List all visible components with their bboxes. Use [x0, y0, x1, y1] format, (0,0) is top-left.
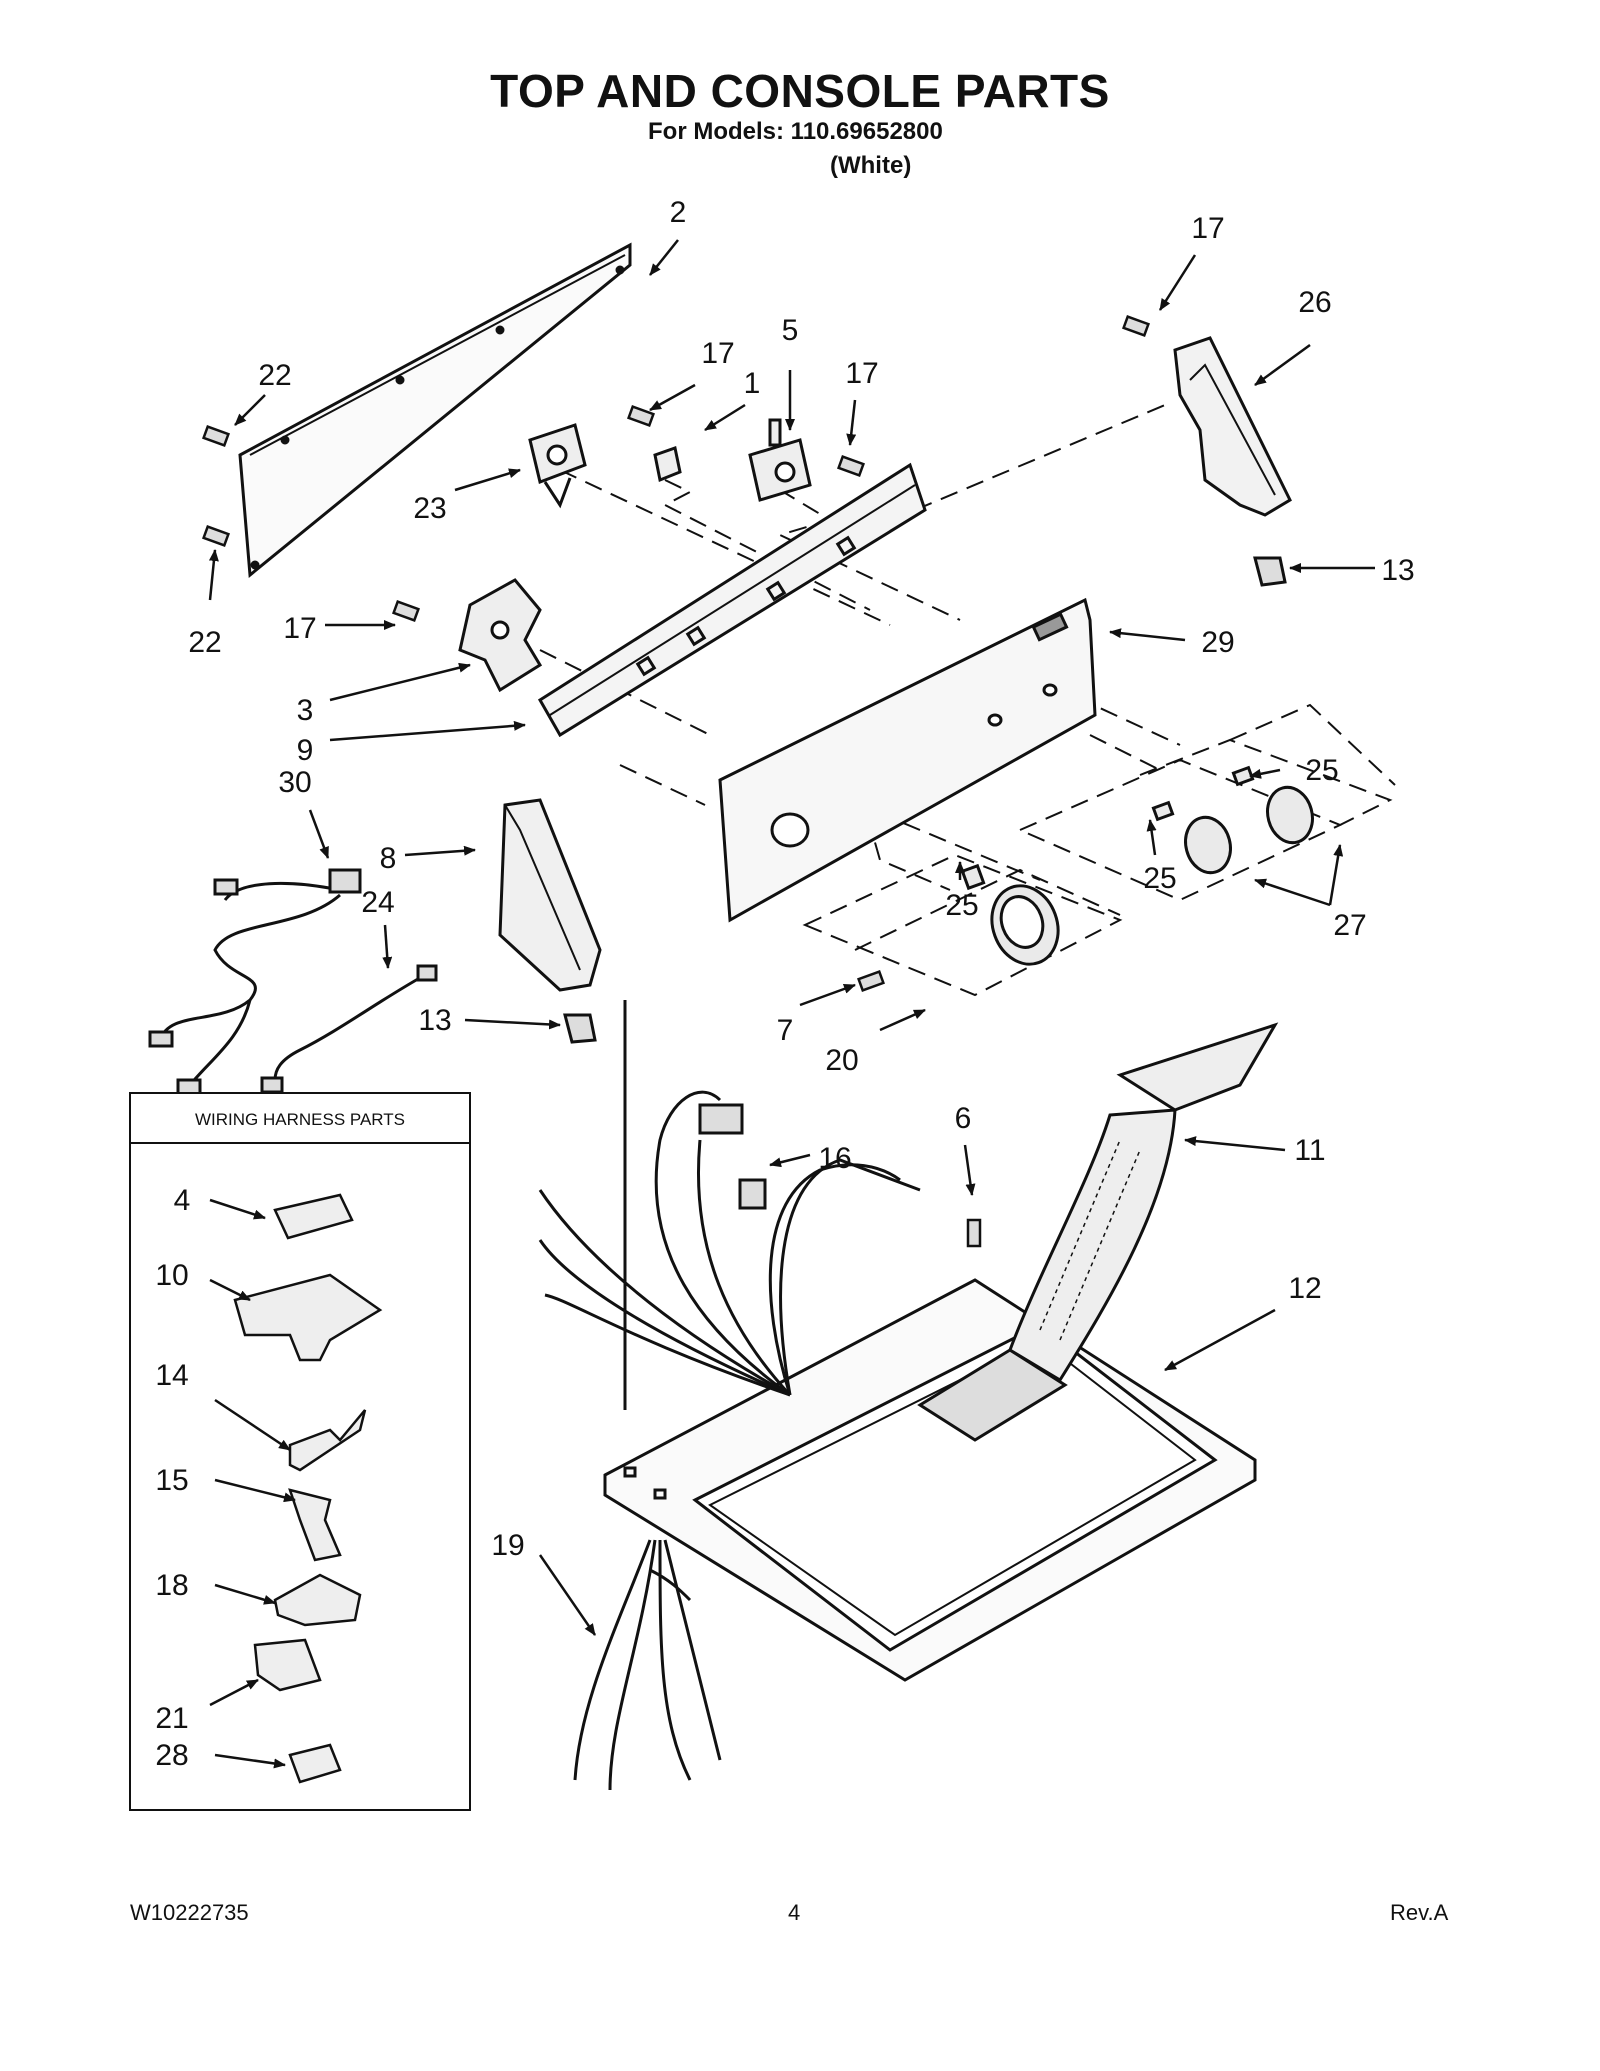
callout-12: 12: [1288, 1272, 1321, 1305]
switch-part-1: [653, 446, 682, 483]
control-knobs: [960, 765, 1314, 966]
callout-25: 25: [1305, 754, 1338, 787]
models-line: For Models: 110.69652800: [648, 118, 943, 145]
callout-29: 29: [1201, 626, 1234, 659]
callout-14: 14: [155, 1359, 188, 1392]
callout-23: 23: [413, 492, 446, 525]
footer-page-number: 4: [788, 1900, 801, 1925]
switch-part-23: [528, 423, 587, 509]
callout-labels: 2 17 22 17 1 5 17 26 23 13 22 17 29 3 9 …: [155, 196, 1414, 1772]
callout-6: 6: [955, 1102, 972, 1135]
callout-17: 17: [1191, 212, 1224, 245]
callout-17: 17: [283, 612, 316, 645]
callout-5: 5: [782, 314, 799, 347]
console-panel-part: [718, 597, 1097, 923]
callout-13: 13: [1381, 554, 1414, 587]
callout-26: 26: [1298, 286, 1331, 319]
callout-13: 13: [418, 1004, 451, 1037]
footer-revision: Rev.A: [1390, 1900, 1449, 1925]
wire-harness-30: [148, 868, 362, 1096]
screws: [202, 314, 1150, 1248]
arrow-27-pair: [1254, 844, 1344, 907]
callout-11: 11: [1294, 1134, 1325, 1167]
callout-24: 24: [361, 886, 394, 919]
callout-27: 27: [1333, 909, 1366, 942]
callout-22: 22: [188, 626, 221, 659]
wiring-harness-inset: WIRING HARNESS PARTS: [129, 1092, 471, 1811]
footer-doc-number: W10222735: [130, 1900, 249, 1925]
page-title: TOP AND CONSOLE PARTS: [490, 65, 1110, 117]
callout-20: 20: [825, 1044, 858, 1077]
callout-17: 17: [845, 357, 878, 390]
callout-18: 18: [155, 1569, 188, 1602]
callout-4: 4: [174, 1184, 191, 1217]
callout-10: 10: [155, 1259, 188, 1292]
callout-15: 15: [155, 1464, 188, 1497]
console-bracket-part: [537, 462, 927, 738]
callout-21: 21: [155, 1702, 188, 1735]
top-cover-part: [603, 1278, 1257, 1682]
switch-part-5: [748, 418, 812, 502]
timer-part-3: [458, 578, 543, 693]
callout-7: 7: [777, 1014, 794, 1047]
inset-title: WIRING HARNESS PARTS: [195, 1110, 405, 1129]
callout-25: 25: [1143, 862, 1176, 895]
callout-3: 3: [297, 694, 314, 727]
callout-9: 9: [297, 734, 314, 767]
callout-19: 19: [491, 1529, 524, 1562]
main-wire-harness-19: [538, 1000, 921, 1791]
callout-16: 16: [818, 1142, 851, 1175]
callout-22: 22: [258, 359, 291, 392]
callout-28: 28: [155, 1739, 188, 1772]
color-variant: (White): [830, 152, 912, 179]
lint-screen-part: [1008, 1022, 1279, 1383]
callout-30: 30: [278, 766, 311, 799]
back-panel-part: [238, 242, 632, 578]
callout-25: 25: [945, 889, 978, 922]
clip-parts: [563, 556, 1287, 1044]
callout-8: 8: [380, 842, 397, 875]
end-cap-part: [1173, 336, 1292, 517]
wire-harness-24: [260, 964, 438, 1094]
callout-2: 2: [670, 196, 687, 229]
side-trim-part: [498, 798, 602, 992]
leader-arrows: [208, 239, 1375, 1769]
callout-1: 1: [744, 367, 761, 400]
callout-17: 17: [701, 337, 734, 370]
